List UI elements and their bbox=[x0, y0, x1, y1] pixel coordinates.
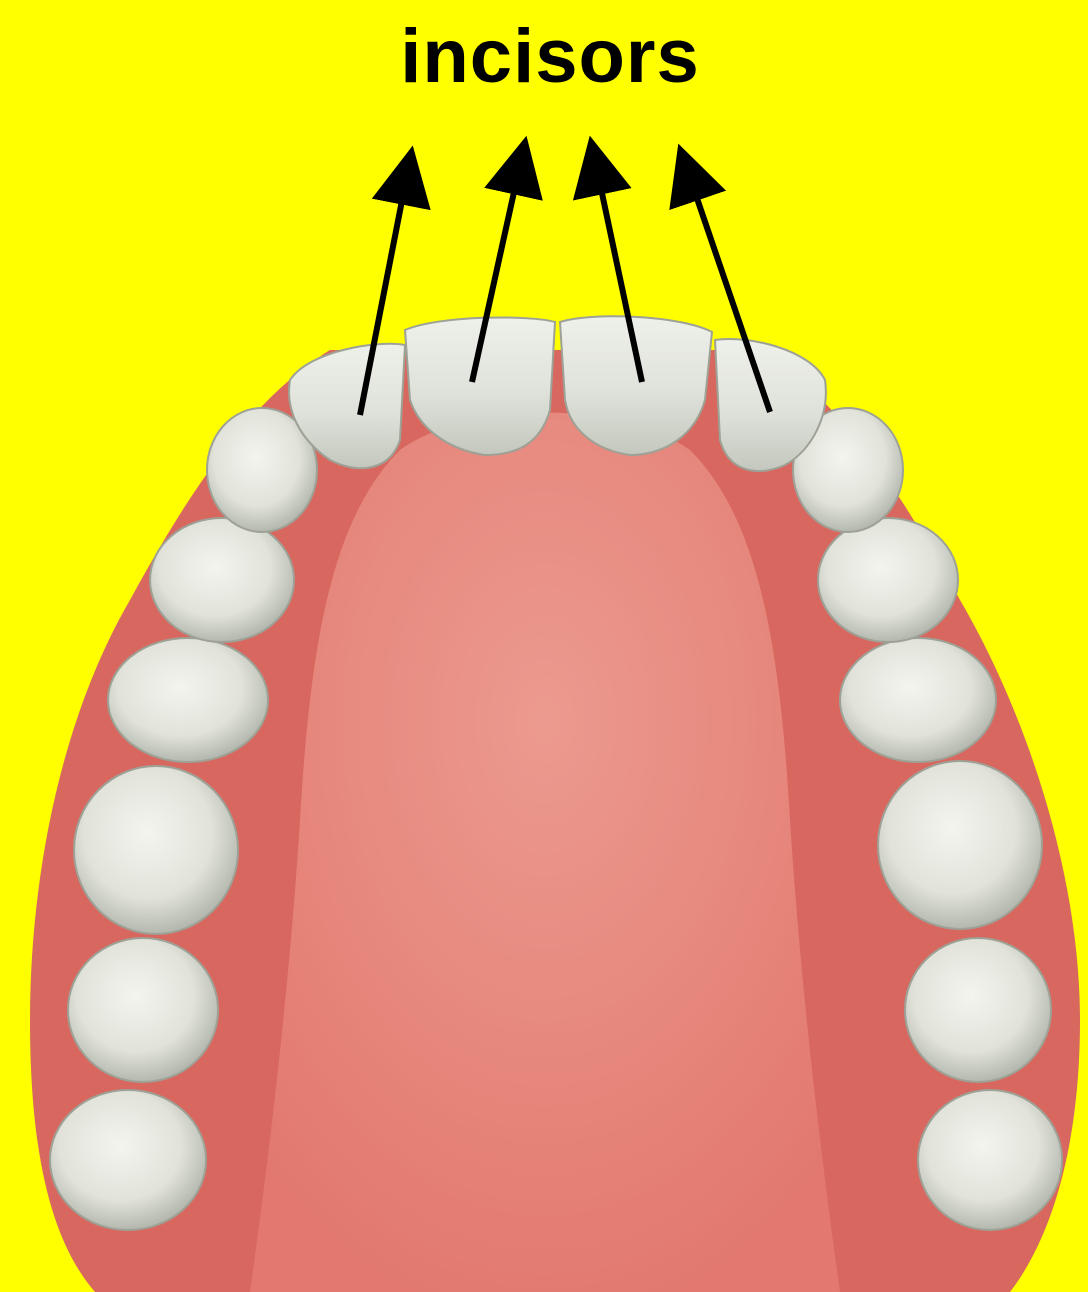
right-second-premolar bbox=[840, 638, 996, 762]
left-third-molar bbox=[50, 1090, 206, 1230]
left-second-molar bbox=[68, 938, 218, 1082]
left-first-premolar bbox=[150, 518, 294, 642]
right-third-molar bbox=[918, 1090, 1062, 1230]
left-first-molar bbox=[74, 766, 238, 934]
left-second-premolar bbox=[108, 638, 268, 762]
right-first-molar bbox=[878, 761, 1042, 929]
right-second-molar bbox=[905, 938, 1051, 1082]
right-first-premolar bbox=[818, 518, 958, 642]
